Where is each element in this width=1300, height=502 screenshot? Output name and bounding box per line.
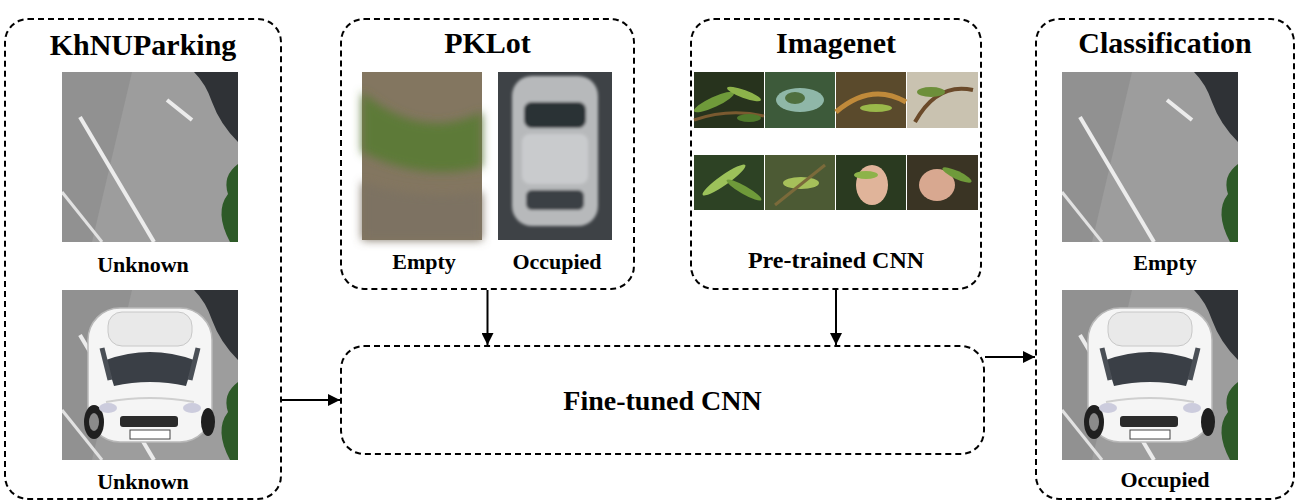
imagenet-photos [785,92,805,104]
imagenet-photos [775,165,825,205]
group-title: Classification [1075,26,1254,61]
image-caption: Pre-trained CNN [745,247,927,275]
imagenet-photos [776,88,824,112]
pklot-empty-photo [362,92,482,172]
classified-photo-1 [1062,72,1238,242]
imagenet-photos [765,155,835,210]
group-title: Imagenet [773,26,899,61]
dashed-group-box: KhNUParkingUnknownUnknown [4,18,282,500]
image-caption: Unknown [94,252,192,277]
image-caption: Empty [389,249,459,274]
classified-photo-2 [1062,290,1238,460]
text-slot: Classification [1037,26,1293,61]
imagenet-photos [917,87,945,97]
text-slot: Empty [344,249,504,274]
dashed-group-box: ImagenetPre-trained CNN [690,18,982,290]
text-slot: PKLot [342,26,633,61]
imagenet-photos [836,94,906,112]
text-slot: Imagenet [692,26,980,61]
pklot-occupied-photo [524,102,586,128]
parking-photo [62,72,238,242]
text-slot: Occupied [1037,467,1293,492]
pklot-occupied-photo [498,72,612,240]
khnu-photo-1 [62,72,238,242]
text-slot: Unknown [6,252,280,277]
image-caption: Occupied [1117,467,1212,492]
group-title: KhNUParking [47,28,240,63]
imagenet-photos [692,72,764,128]
imagenet-photos [854,171,878,179]
image-caption: Occupied [509,249,604,274]
imagenet-photos [907,72,978,128]
arrow-connector [487,290,489,345]
imagenet-photos [694,155,764,210]
parking-photo [1062,72,1238,242]
group-title: Fine-tuned CNN [560,385,764,417]
car-photo [84,308,215,442]
dashed-group-box: ClassificationEmptyOccupied [1035,18,1295,500]
khnu-photo-2 [62,290,238,460]
imagenet-photos [725,177,764,204]
imagenet-photos [765,155,835,210]
arrow-connector [282,399,340,401]
pklot-occupied-photo [498,72,612,240]
text-slot: Pre-trained CNN [692,247,980,275]
group-title: PKLot [441,26,534,61]
arrow-connector [835,290,837,345]
imagenet-photos [836,155,906,210]
imagenet-photos [860,104,892,112]
imagenet-photos [694,155,764,210]
imagenet-photos [765,72,835,128]
imagenet-photos [907,72,978,128]
parking-photo [62,290,238,460]
leaf-photo [692,72,764,128]
pklot-empty-photo [362,72,482,240]
imagenet-photos [836,72,906,128]
text-slot: Occupied [477,249,637,274]
parking-photo [1062,290,1238,460]
imagenet-photos [856,165,888,205]
car-photo [1084,308,1215,442]
imagenet-photos [907,155,978,210]
text-slot: Fine-tuned CNN [342,385,983,417]
imagenet-photos [941,165,973,186]
text-slot: Empty [1037,250,1293,275]
pklot-empty-photo [362,72,482,240]
imagenet-photos [907,155,978,210]
pklot-empty-photo [362,182,482,240]
dashed-group-box: PKLotEmpty Occupied [340,18,635,290]
pklot-occupied-photo [526,190,584,210]
image-caption: Empty [1130,250,1200,275]
text-slot: Unknown [6,469,280,494]
imagenet-photos [836,72,906,128]
text-slot: KhNUParking [6,28,280,63]
imagenet-photos [836,155,906,210]
image-caption: Unknown [94,469,192,494]
pklot-occupied-photo [512,76,598,226]
imagenet-photos [692,72,978,210]
pklot-occupied-photo [522,134,588,184]
imagenet-photos [700,161,748,199]
arrow-connector [985,356,1035,358]
dashed-group-box: Fine-tuned CNN [340,345,985,455]
imagenet-photos [765,72,835,128]
pklot-occupied-photo [512,76,598,226]
